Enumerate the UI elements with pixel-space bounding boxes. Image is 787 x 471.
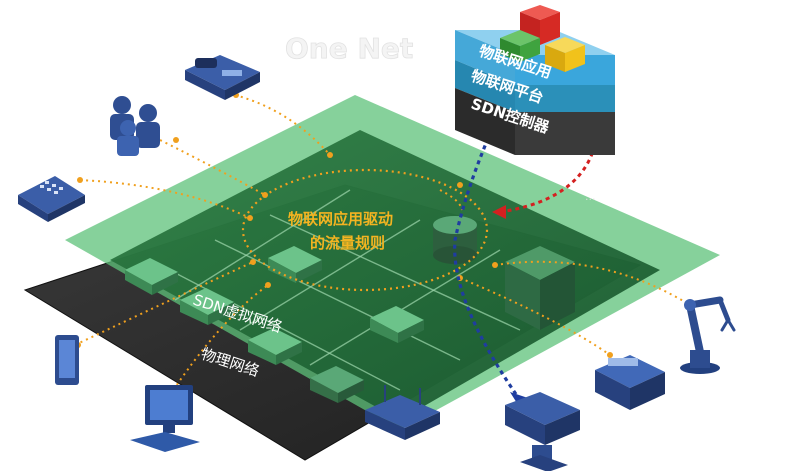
cube-green	[500, 30, 540, 62]
device-links	[74, 94, 691, 396]
people-icon	[110, 96, 160, 156]
red-arrowhead	[492, 205, 506, 219]
switch-node	[180, 288, 234, 325]
layer-sdn-front	[455, 88, 515, 155]
center-label-line1: 物联网应用驱动	[288, 210, 393, 228]
layer-platform-front	[455, 60, 515, 112]
center-label-line2: 的流量规则	[310, 234, 385, 252]
layer-platform-side	[515, 85, 615, 112]
switch-node	[310, 366, 364, 403]
printer-icon	[595, 355, 665, 410]
side-note: ...	[585, 190, 596, 203]
layer-app-front	[455, 30, 515, 85]
layer-sdn-side	[515, 112, 615, 155]
tablet-icon	[55, 335, 79, 385]
switch-node	[125, 258, 178, 295]
virtual-plane-inner	[110, 130, 660, 420]
app-cubes	[500, 5, 585, 72]
camera-icon	[505, 392, 580, 471]
traffic-rule-ellipse	[241, 168, 489, 292]
switch-node	[370, 306, 424, 343]
feedback-path-red	[499, 144, 597, 214]
switch-nodes	[125, 246, 424, 403]
title-one-net: One Net	[285, 32, 413, 65]
robot-arm-icon	[680, 296, 736, 374]
monitor-icon	[130, 385, 200, 452]
server-rack	[505, 246, 575, 330]
phone-icon	[185, 55, 260, 100]
router-icon	[365, 385, 440, 440]
cube-yellow	[545, 37, 585, 72]
switch-node	[248, 328, 302, 365]
switch-node	[268, 246, 322, 283]
keypad-icon	[18, 176, 85, 222]
